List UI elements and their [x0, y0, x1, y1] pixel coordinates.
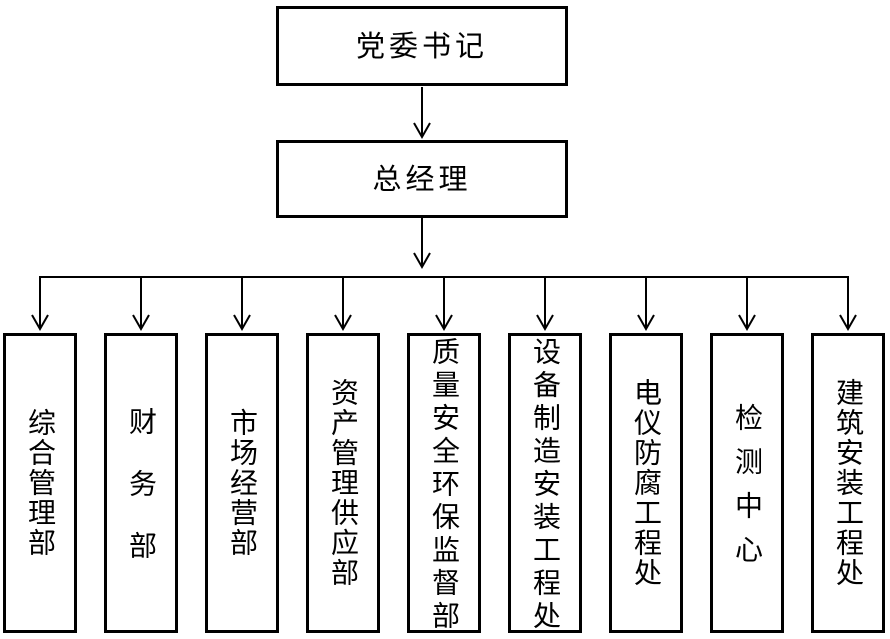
dept-box: 检测中心 — [710, 333, 784, 633]
dept-label: 电仪防腐工程处 — [630, 378, 663, 588]
dept-box: 市场经营部 — [205, 333, 279, 633]
dept-label: 财务部 — [125, 407, 158, 593]
dept-label: 综合管理部 — [24, 408, 57, 558]
dept-label: 设备制造安装工程处 — [529, 337, 562, 634]
dept-box: 财务部 — [104, 333, 178, 633]
party-secretary-box: 党委书记 — [276, 6, 568, 86]
dept-label: 质量安全环保监督部 — [428, 337, 461, 634]
dept-label: 建筑安装工程处 — [832, 378, 865, 588]
dept-box: 建筑安装工程处 — [811, 333, 885, 633]
dept-label: 检测中心 — [731, 403, 764, 579]
dept-box: 综合管理部 — [3, 333, 77, 633]
party-secretary-label: 党委书记 — [355, 28, 488, 63]
general-manager-label: 总经理 — [372, 161, 472, 196]
general-manager-box: 总经理 — [276, 140, 568, 218]
dept-label: 市场经营部 — [226, 408, 259, 558]
dept-box: 质量安全环保监督部 — [407, 333, 481, 634]
dept-box: 设备制造安装工程处 — [508, 333, 582, 634]
dept-box: 资产管理供应部 — [306, 333, 380, 633]
dept-label: 资产管理供应部 — [327, 378, 360, 588]
dept-box: 电仪防腐工程处 — [609, 333, 683, 633]
